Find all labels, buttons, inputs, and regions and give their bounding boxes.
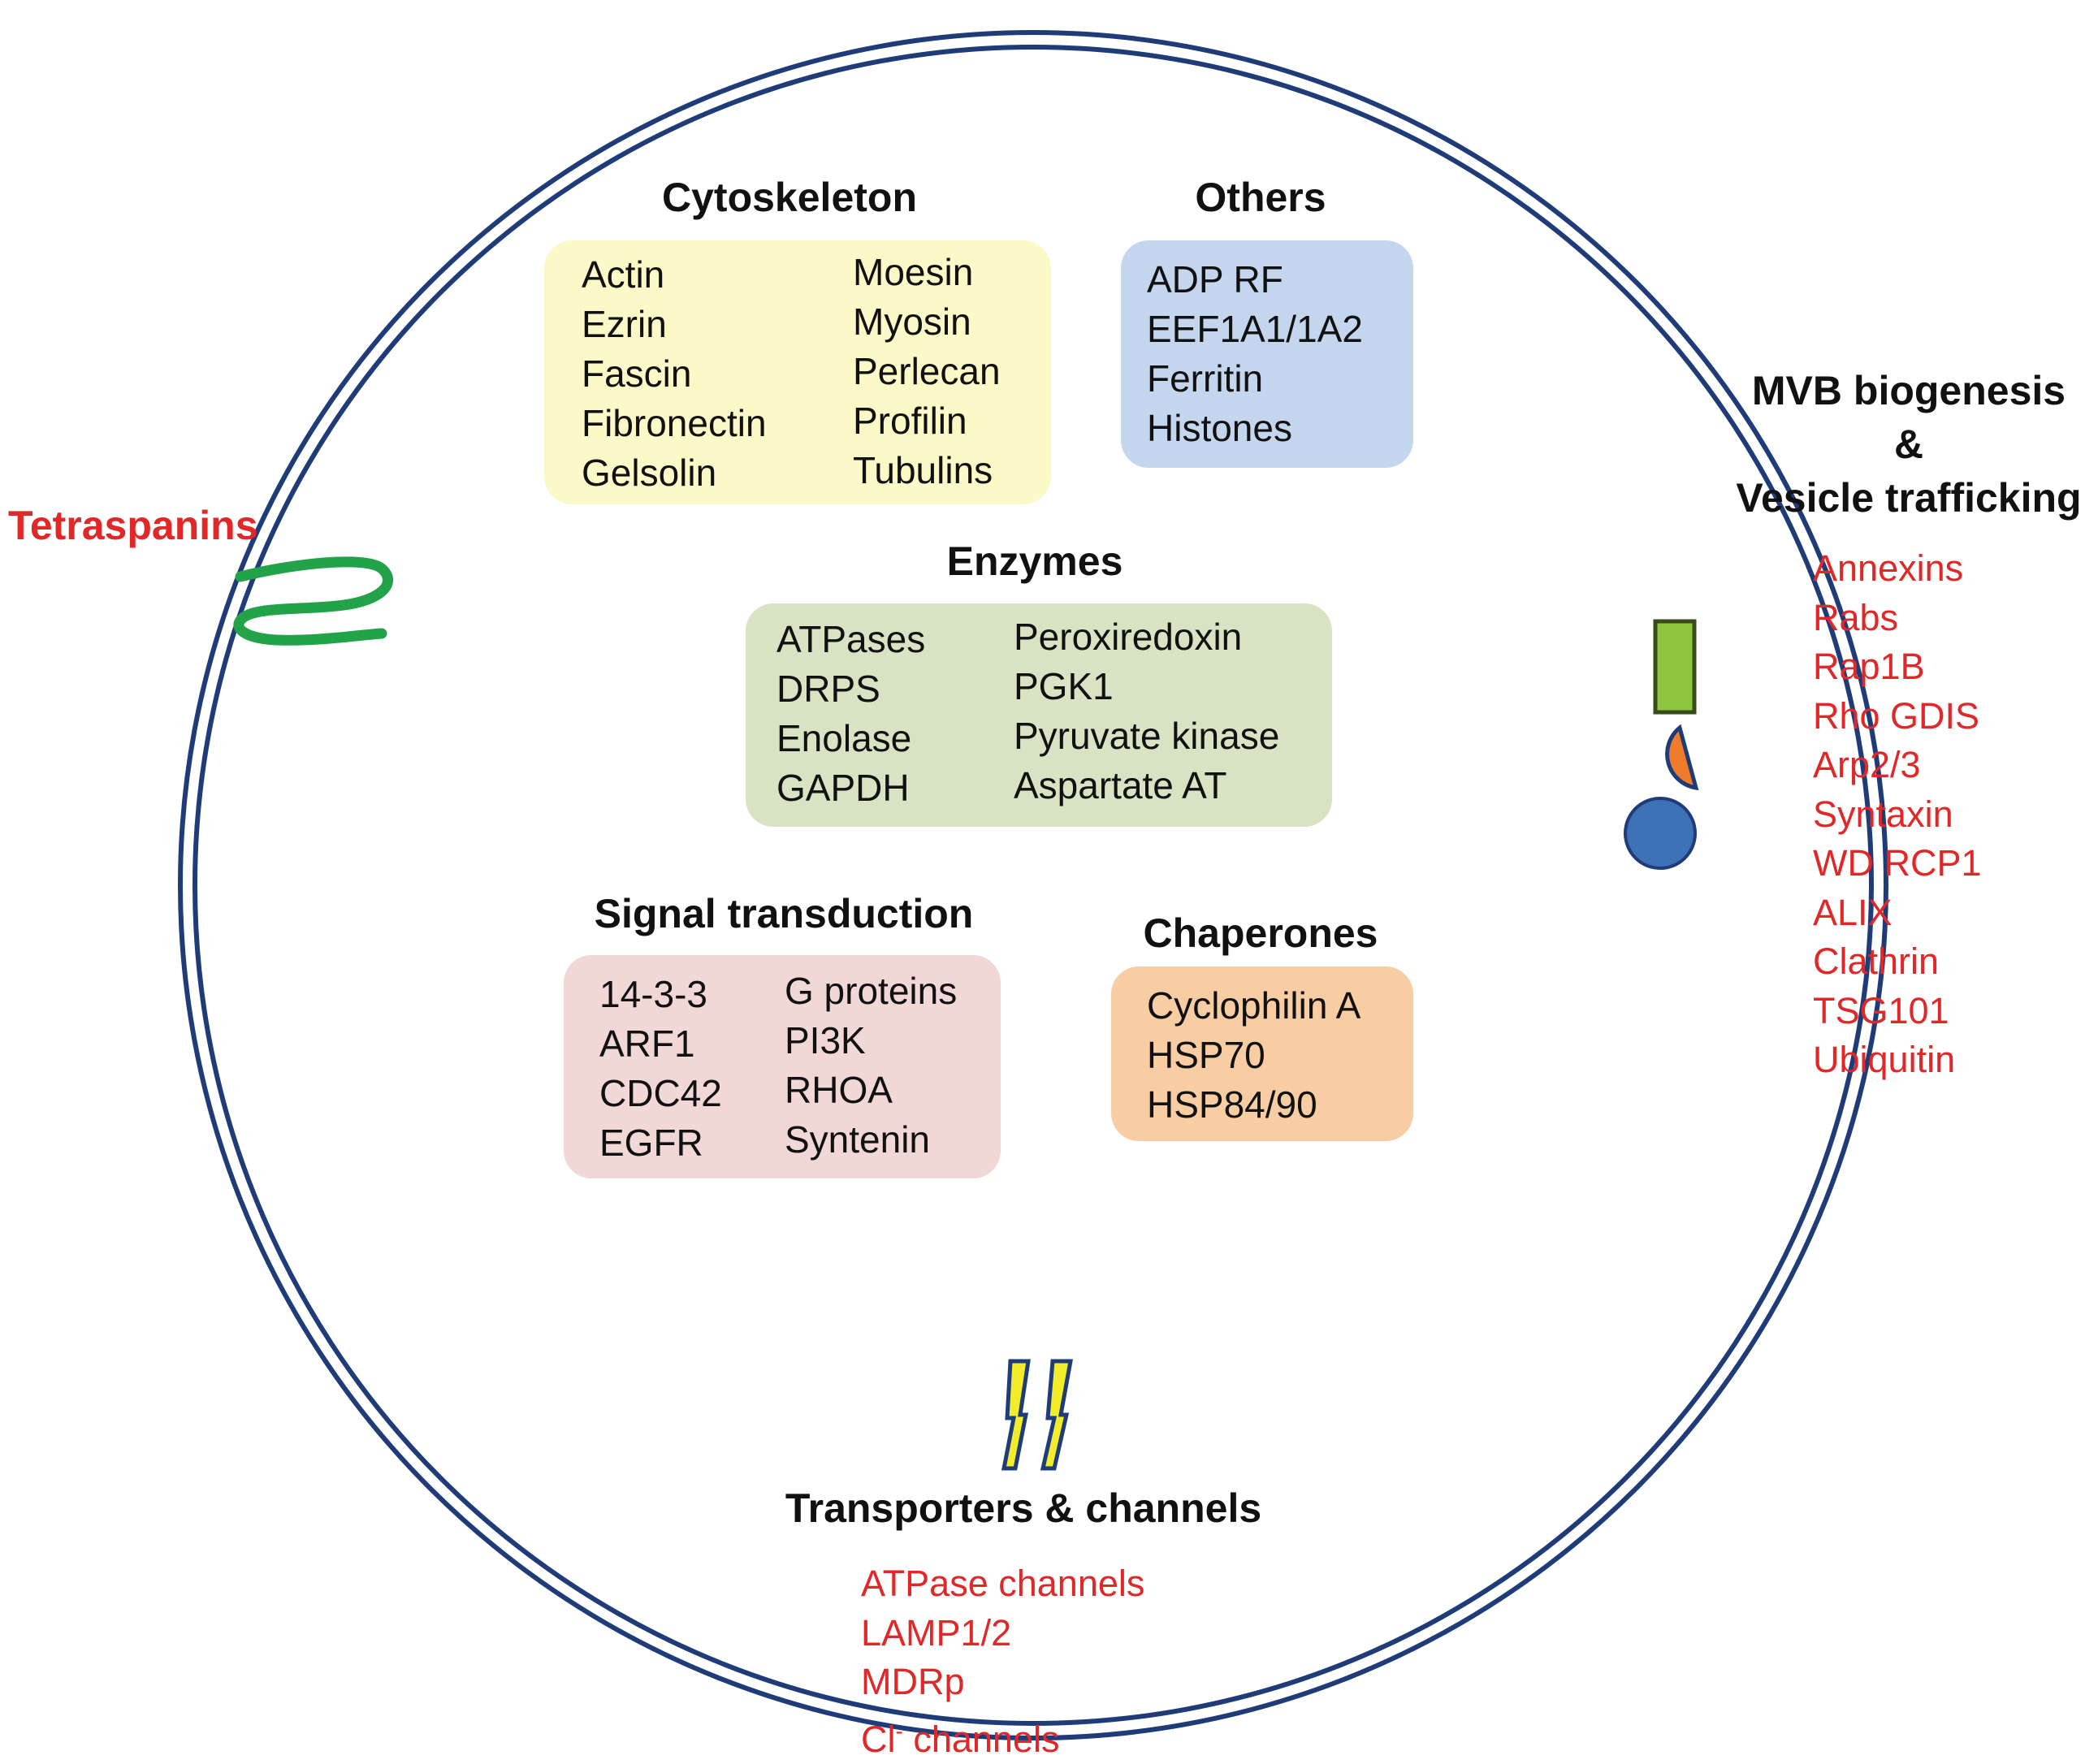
protein-item: CDC42: [599, 1072, 722, 1114]
protein-item: EGFR: [599, 1122, 703, 1164]
protein-item: G proteins: [785, 970, 958, 1012]
transporters-list: ATPase channels LAMP1/2 MDRp Cl- channel…: [861, 1559, 1145, 1760]
enzymes-column-1: ATPases DRPS Enolase GAPDH: [776, 615, 925, 813]
protein-item: Cyclophilin A: [1147, 984, 1361, 1027]
protein-item: HSP70: [1147, 1034, 1265, 1076]
tetraspanin-icon: [233, 556, 394, 646]
chloride-charge: -: [895, 1718, 903, 1744]
transporter-item-chloride: Cl- channels: [861, 1707, 1144, 1760]
protein-item: Ferritin: [1147, 357, 1264, 400]
protein-item: DRPS: [776, 668, 880, 710]
others-box: [1121, 240, 1413, 468]
cytoskeleton-title: Cytoskeleton: [662, 175, 917, 220]
protein-item: Aspartate AT: [1014, 764, 1227, 806]
chloride-symbol: Cl: [861, 1718, 896, 1760]
others-column: ADP RF EEF1A1/1A2 Ferritin Histones: [1147, 255, 1363, 453]
protein-item: Fibronectin: [582, 402, 767, 444]
mvb-item: ALIX: [1813, 891, 1893, 933]
channels-word: channels: [902, 1718, 1060, 1760]
protein-item: Perlecan: [853, 350, 1001, 392]
signal-column-2: G proteins PI3K RHOA Syntenin: [785, 966, 957, 1165]
protein-item: Tubulins: [853, 449, 993, 491]
protein-item: 14-3-3: [599, 973, 707, 1015]
mvb-item: Rap1B: [1813, 646, 1925, 687]
cytoskeleton-box: [544, 240, 1051, 504]
mvb-half-disc-icon: [1665, 724, 1699, 791]
enzymes-title: Enzymes: [946, 538, 1123, 584]
mvb-item: Rabs: [1813, 596, 1899, 638]
mvb-title-line-3: Vesicle trafficking: [1736, 475, 2082, 521]
mvb-rectangle-icon: [1653, 619, 1697, 715]
cytoskeleton-column-2: Moesin Myosin Perlecan Profilin Tubulins: [853, 248, 1001, 495]
transporter-item: MDRp: [861, 1661, 965, 1702]
protein-item: Moesin: [853, 251, 974, 293]
protein-item: Gelsolin: [582, 452, 717, 494]
mvb-item: Clathrin: [1813, 940, 1940, 982]
vesicle-inner-membrane: [192, 45, 1874, 1726]
chaperones-title: Chaperones: [1143, 910, 1378, 956]
protein-item: Peroxiredoxin: [1014, 616, 1243, 658]
channel-icon: [1001, 1359, 1073, 1471]
protein-item: Syntenin: [785, 1118, 931, 1161]
protein-item: ARF1: [599, 1023, 695, 1065]
enzymes-column-2: Peroxiredoxin PGK1 Pyruvate kinase Aspar…: [1014, 612, 1279, 811]
enzymes-box: [746, 603, 1332, 827]
mvb-item: WD RCP1: [1813, 842, 1982, 884]
mvb-item: TSG101: [1813, 989, 1949, 1031]
protein-item: Pyruvate kinase: [1014, 715, 1280, 757]
chaperones-box: [1111, 966, 1413, 1141]
protein-item: Enolase: [776, 717, 912, 759]
mvb-item: Annexins: [1813, 547, 1964, 589]
others-title: Others: [1195, 175, 1326, 220]
mvb-item: Rho GDIS: [1813, 694, 1980, 737]
protein-item: ADP RF: [1147, 258, 1283, 300]
mvb-title-line-1: MVB biogenesis: [1751, 368, 2066, 413]
protein-item: Fascin: [582, 352, 692, 395]
protein-item: Myosin: [853, 300, 971, 343]
vesicle-outer-membrane: [178, 30, 1888, 1740]
mvb-item: Ubiquitin: [1813, 1039, 1956, 1080]
mvb-title-line-2: &: [1893, 422, 1924, 467]
transporter-item: ATPase channels: [861, 1563, 1145, 1604]
mvb-protein-list: Annexins Rabs Rap1B Rho GDIS Arp2/3 Synt…: [1813, 544, 1982, 1085]
protein-item: EEF1A1/1A2: [1147, 308, 1363, 350]
chaperones-column: Cyclophilin A HSP70 HSP84/90: [1147, 981, 1360, 1130]
transporters-title: Transporters & channels: [785, 1485, 1262, 1531]
protein-item: Histones: [1147, 407, 1292, 449]
protein-item: Ezrin: [582, 303, 667, 345]
protein-item: PI3K: [785, 1019, 866, 1061]
protein-item: RHOA: [785, 1069, 893, 1111]
mvb-item: Arp2/3: [1813, 744, 1921, 785]
protein-item: Actin: [582, 253, 665, 296]
protein-item: ATPases: [776, 618, 926, 660]
signal-column-1: 14-3-3 ARF1 CDC42 EGFR: [599, 970, 722, 1168]
mvb-circle-icon: [1624, 797, 1697, 870]
transporter-item: LAMP1/2: [861, 1611, 1012, 1654]
protein-item: PGK1: [1014, 665, 1114, 707]
mvb-item: Syntaxin: [1813, 793, 1953, 835]
signal-transduction-title: Signal transduction: [594, 891, 974, 936]
signal-transduction-box: [564, 955, 1001, 1178]
protein-item: Profilin: [853, 400, 967, 442]
cytoskeleton-column-1: Actin Ezrin Fascin Fibronectin Gelsolin: [582, 250, 767, 498]
protein-item: GAPDH: [776, 767, 910, 809]
tetraspanins-label: Tetraspanins: [8, 503, 258, 548]
protein-item: HSP84/90: [1147, 1083, 1317, 1126]
